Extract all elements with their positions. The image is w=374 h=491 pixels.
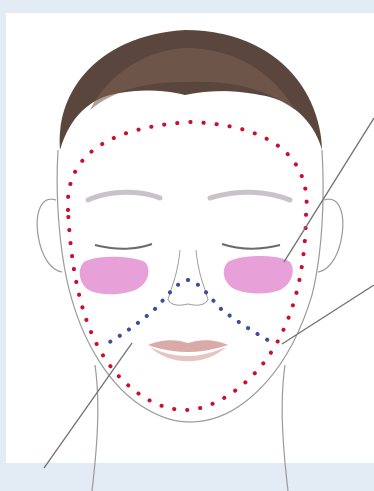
leader-mouth-triangle <box>44 343 132 468</box>
neck-right <box>282 365 288 491</box>
hair <box>60 30 322 150</box>
right-cheek-patch <box>224 256 293 293</box>
neck-left <box>92 365 98 491</box>
